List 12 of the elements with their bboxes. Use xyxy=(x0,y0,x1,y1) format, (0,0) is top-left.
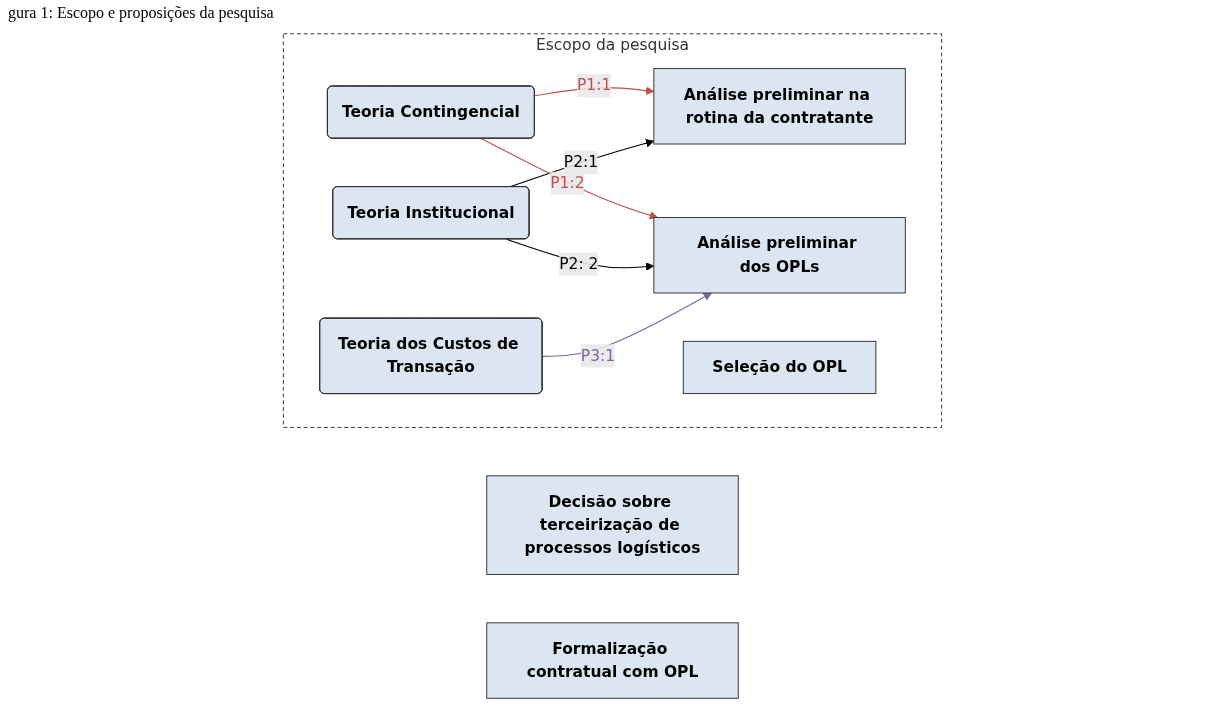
node-box: Análise preliminar na rotina da contratante xyxy=(653,68,906,145)
figure-title: gura 1: Escopo e proposições da pesquisa xyxy=(8,4,274,22)
node-box: Formalização contratual com OPL xyxy=(486,622,739,699)
node-box: Análise preliminar dos OPLs xyxy=(653,217,906,294)
node-box: Decisão sobre terceirização de processos logísticos xyxy=(486,475,739,575)
edge-label: P1:2 xyxy=(550,173,585,192)
edge-label: P3:1 xyxy=(580,346,616,365)
arrow xyxy=(480,138,658,220)
node-box: Seleção do OPL xyxy=(682,340,877,395)
edge-label: P2: 2 xyxy=(559,254,599,273)
edge-label: P2:1 xyxy=(563,152,599,172)
edge-label: P1:1 xyxy=(577,75,612,95)
